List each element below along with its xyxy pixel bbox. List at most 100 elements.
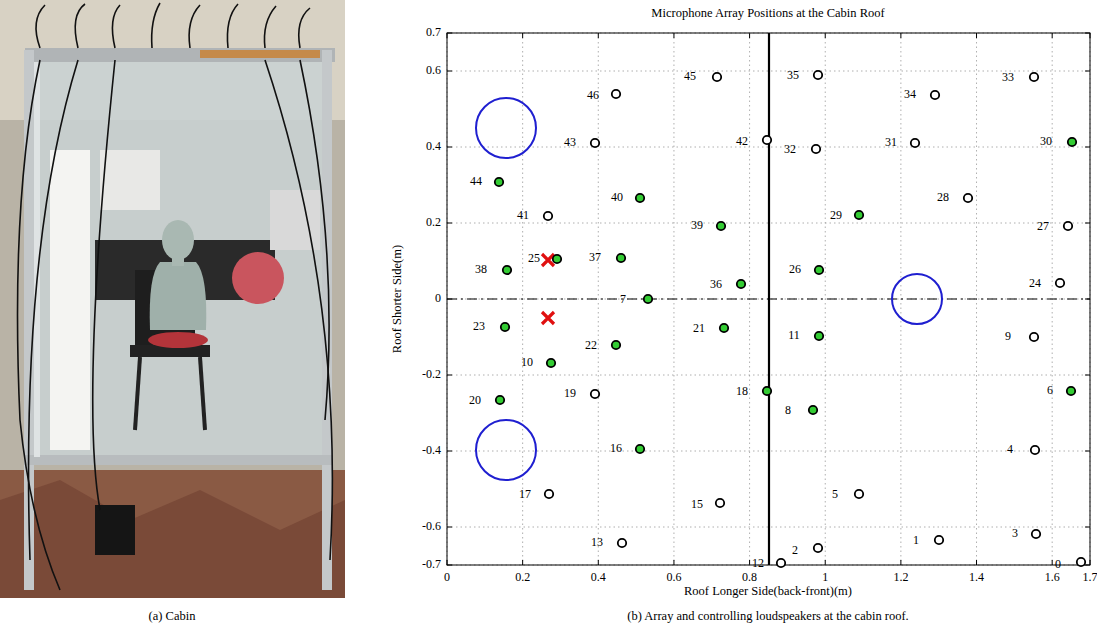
tick-label: -0.4: [422, 444, 441, 457]
microphone-number: 18: [736, 385, 748, 398]
microphone-number: 12: [752, 557, 764, 570]
tick-label: 0.2: [426, 216, 441, 229]
tick-mark: [447, 527, 452, 528]
microphone-number: 25: [528, 252, 540, 265]
tick-mark: [1085, 223, 1090, 224]
microphone-number: 27: [1037, 220, 1049, 233]
tick-mark: [673, 560, 674, 565]
microphone-number: 15: [691, 498, 703, 511]
microphone-number: 9: [1005, 330, 1011, 343]
microphone-number: 19: [564, 387, 576, 400]
subfigure-caption: (a) Cabin: [149, 610, 196, 624]
microphone-marker: [763, 387, 771, 395]
tick-mark: [1085, 375, 1090, 376]
tick-mark: [825, 560, 826, 565]
microphone-marker: [636, 445, 644, 453]
microphone-marker: [935, 536, 943, 544]
tick-label: 0.4: [591, 571, 606, 584]
microphone-number: 21: [693, 322, 705, 335]
microphone-marker: [1056, 279, 1064, 287]
divider-line: [768, 33, 770, 565]
microphone-marker: [1067, 387, 1075, 395]
tick-mark: [825, 33, 826, 38]
microphone-marker: [591, 139, 599, 147]
tick-label: 1.4: [969, 571, 984, 584]
tick-mark: [1052, 560, 1053, 565]
microphone-marker: [495, 178, 503, 186]
loudspeaker-circle: [476, 420, 536, 480]
microphone-marker: [1032, 530, 1040, 538]
microphone-number: 20: [469, 394, 481, 407]
microphone-number: 0: [1055, 558, 1061, 571]
microphone-marker: [503, 266, 511, 274]
tick-label: 0.7: [426, 26, 441, 39]
tick-label: 1.2: [893, 571, 908, 584]
microphone-number: 31: [885, 136, 897, 149]
tick-label: 0.8: [742, 571, 757, 584]
microphone-marker: [911, 139, 919, 147]
tick-mark: [447, 223, 452, 224]
microphone-marker: [814, 71, 822, 79]
microphone-number: 26: [789, 263, 801, 276]
tick-mark: [976, 33, 977, 38]
plot-frame: [447, 33, 1090, 565]
tick-mark: [1085, 451, 1090, 452]
microphone-number: 29: [830, 209, 842, 222]
microphone-marker: [1077, 558, 1085, 566]
microphone-marker: [809, 406, 817, 414]
tick-mark: [1052, 33, 1053, 38]
tick-label: 0.6: [426, 64, 441, 77]
microphone-number: 36: [710, 278, 722, 291]
tick-mark: [447, 71, 452, 72]
microphone-number: 10: [521, 356, 533, 369]
microphone-marker: [763, 136, 771, 144]
tick-label: -0.2: [422, 368, 441, 381]
microphone-number: 42: [736, 135, 748, 148]
microphone-marker: [618, 539, 626, 547]
microphone-marker: [612, 341, 620, 349]
tick-mark: [598, 33, 599, 38]
microphone-number: 17: [519, 488, 531, 501]
tick-mark: [900, 560, 901, 565]
microphone-number: 44: [470, 175, 482, 188]
tick-label: 0.6: [666, 571, 681, 584]
microphone-number: 4: [1007, 443, 1013, 456]
microphone-marker: [1068, 138, 1076, 146]
tick-mark: [522, 33, 523, 38]
tick-label: 0.2: [515, 571, 530, 584]
microphone-marker: [717, 222, 725, 230]
microphone-marker: [636, 194, 644, 202]
microphone-marker: [496, 396, 504, 404]
microphone-number: 7: [620, 293, 626, 306]
microphone-number: 37: [589, 251, 601, 264]
microphone-number: 6: [1047, 384, 1053, 397]
microphone-number: 34: [904, 88, 916, 101]
microphone-marker: [544, 212, 552, 220]
microphone-marker: [1030, 333, 1038, 341]
microphone-number: 24: [1029, 277, 1041, 290]
microphone-marker: [815, 266, 823, 274]
microphone-number: 3: [1012, 527, 1018, 540]
tick-label: 0: [444, 571, 450, 584]
tick-mark: [900, 33, 901, 38]
tick-label: 1.7: [1083, 571, 1097, 584]
microphone-number: 11: [788, 329, 800, 342]
microphone-marker: [815, 332, 823, 340]
tick-mark: [447, 147, 452, 148]
microphone-marker: [501, 323, 509, 331]
microphone-number: 43: [564, 136, 576, 149]
loudspeaker-circle: [892, 274, 942, 324]
microphone-number: 28: [937, 191, 949, 204]
microphone-number: 16: [610, 442, 622, 455]
microphone-number: 5: [832, 488, 838, 501]
microphone-marker: [612, 90, 620, 98]
microphone-marker: [713, 73, 721, 81]
microphone-number: 35: [787, 69, 799, 82]
microphone-marker: [812, 145, 820, 153]
subfigure-caption: (b) Array and controlling loudspeakers a…: [627, 610, 909, 624]
microphone-marker: [931, 91, 939, 99]
microphone-number: 30: [1040, 135, 1052, 148]
tick-label: -0.7: [422, 558, 441, 571]
axis-title: Roof Longer Side(back-front)(m): [684, 585, 852, 599]
